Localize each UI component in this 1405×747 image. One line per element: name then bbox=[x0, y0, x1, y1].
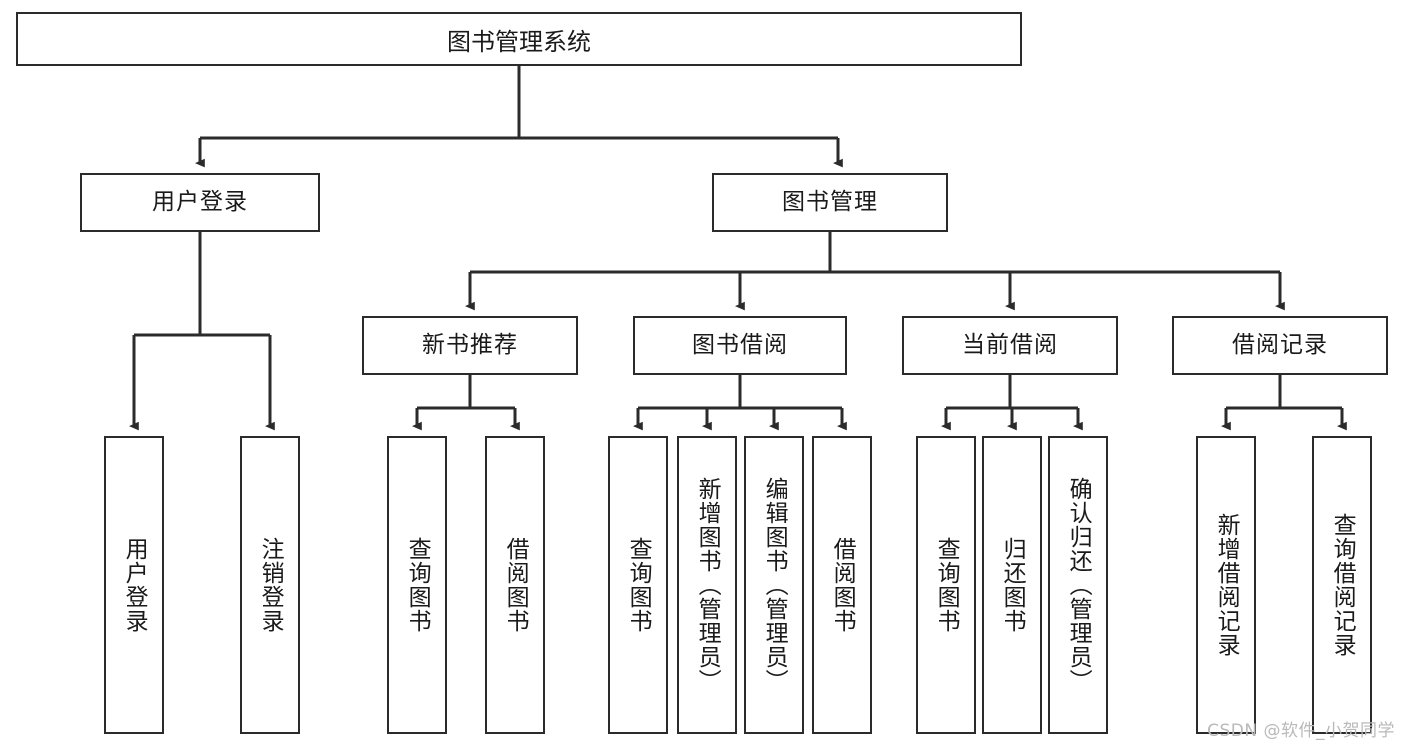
leaf-label: 查询图书 bbox=[625, 537, 652, 633]
node-book-management[interactable]: 图书管理 bbox=[712, 173, 948, 232]
leaf-book-borrow-add[interactable]: 新增图书（管理员） bbox=[677, 436, 737, 734]
leaf-label: 编辑图书（管理员） bbox=[761, 477, 788, 693]
leaf-label: 归还图书 bbox=[999, 537, 1026, 633]
leaf-user-login-logout[interactable]: 注销登录 bbox=[240, 436, 300, 734]
leaf-label: 查询借阅记录 bbox=[1329, 513, 1356, 657]
leaf-label: 新增借阅记录 bbox=[1213, 513, 1240, 657]
node-label: 当前借阅 bbox=[962, 331, 1058, 358]
node-current-borrow[interactable]: 当前借阅 bbox=[902, 316, 1118, 375]
node-borrow-record[interactable]: 借阅记录 bbox=[1172, 316, 1388, 375]
leaf-label: 查询图书 bbox=[404, 537, 431, 633]
leaf-current-borrow-query[interactable]: 查询图书 bbox=[916, 436, 976, 734]
leaf-user-login-login[interactable]: 用户登录 bbox=[104, 436, 164, 734]
leaf-label: 新增图书（管理员） bbox=[694, 477, 721, 693]
leaf-label: 借阅图书 bbox=[829, 537, 856, 633]
leaf-current-borrow-confirm-return[interactable]: 确认归还（管理员） bbox=[1048, 436, 1108, 734]
leaf-borrow-record-query[interactable]: 查询借阅记录 bbox=[1312, 436, 1372, 734]
leaf-label: 确认归还（管理员） bbox=[1065, 477, 1092, 693]
leaf-new-book-query[interactable]: 查询图书 bbox=[387, 436, 447, 734]
leaf-label: 用户登录 bbox=[121, 537, 148, 633]
node-label: 图书借阅 bbox=[692, 331, 788, 358]
node-label: 新书推荐 bbox=[422, 331, 518, 358]
node-label: 借阅记录 bbox=[1232, 331, 1328, 358]
leaf-borrow-record-add[interactable]: 新增借阅记录 bbox=[1196, 436, 1256, 734]
leaf-book-borrow-query[interactable]: 查询图书 bbox=[608, 436, 668, 734]
leaf-book-borrow-borrow[interactable]: 借阅图书 bbox=[812, 436, 872, 734]
leaf-current-borrow-return[interactable]: 归还图书 bbox=[982, 436, 1042, 734]
node-label: 图书管理 bbox=[782, 188, 878, 215]
node-user-login[interactable]: 用户登录 bbox=[80, 173, 320, 232]
leaf-label: 注销登录 bbox=[257, 537, 284, 633]
node-new-book-recommend[interactable]: 新书推荐 bbox=[362, 316, 578, 375]
leaf-label: 查询图书 bbox=[933, 537, 960, 633]
node-label: 用户登录 bbox=[152, 188, 248, 215]
csdn-watermark: CSDN @软件_小贺同学 bbox=[1207, 721, 1395, 741]
node-root-system[interactable]: 图书管理系统 bbox=[16, 12, 1022, 66]
leaf-book-borrow-edit[interactable]: 编辑图书（管理员） bbox=[744, 436, 804, 734]
node-book-borrow[interactable]: 图书借阅 bbox=[633, 316, 847, 375]
node-label: 图书管理系统 bbox=[447, 27, 591, 56]
leaf-new-book-borrow[interactable]: 借阅图书 bbox=[485, 436, 545, 734]
leaf-label: 借阅图书 bbox=[502, 537, 529, 633]
